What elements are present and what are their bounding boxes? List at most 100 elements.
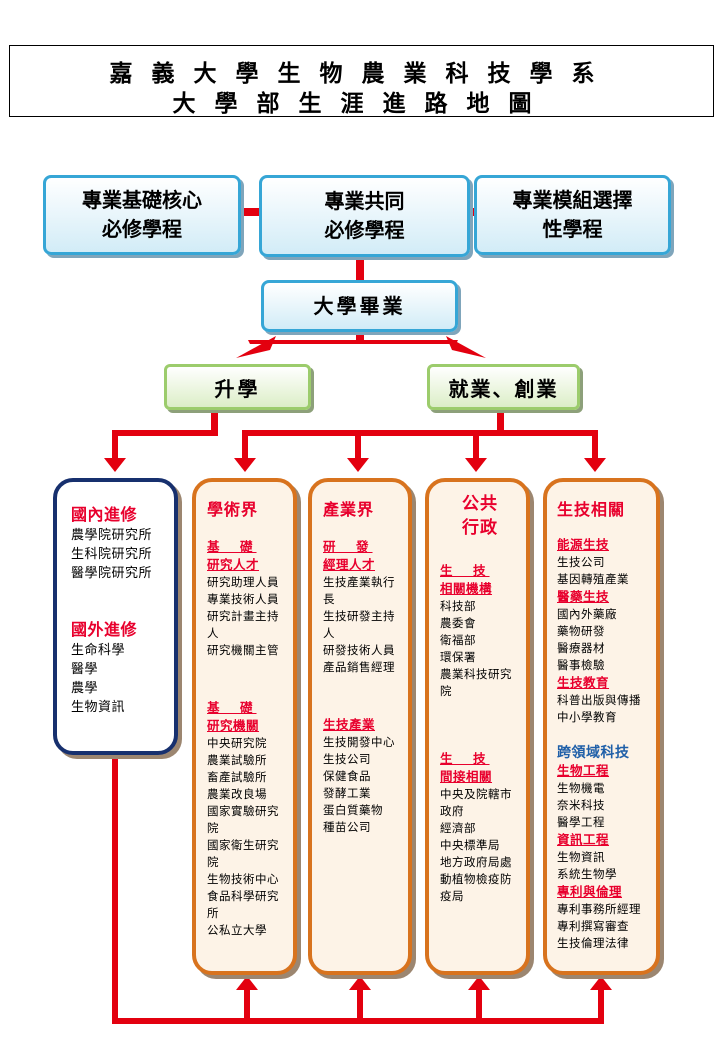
academia-item: 生物技術中心	[207, 872, 279, 886]
public-section-2b: 間接相關	[440, 769, 493, 784]
academia-item: 公私立大學	[207, 923, 267, 937]
biotech-item: 基因轉殖產業	[557, 572, 629, 586]
module-program-line1: 專業模組選擇	[512, 188, 633, 212]
common-program-line2: 必修學程	[324, 218, 405, 242]
academia-item: 國家實驗研究	[207, 804, 279, 818]
public-item: 科技部	[440, 599, 476, 613]
academia-item: 院	[207, 821, 219, 835]
academia-item: 研究計畫主持	[207, 609, 279, 623]
public-item: 衛福部	[440, 633, 476, 647]
academia-item: 專業技術人員	[207, 592, 279, 606]
industry-item: 生技產業執行	[323, 575, 395, 589]
biotech-item: 生物機電	[557, 781, 605, 795]
core-program-line1: 專業基礎核心	[82, 188, 202, 212]
academia-item: 農業改良場	[207, 787, 267, 801]
academia-section-1b: 研究人才	[207, 557, 260, 572]
arrow-up-industry	[349, 976, 371, 990]
title-line-1: 嘉義大學生物農業科技學系	[109, 60, 614, 87]
biotech-item: 醫事檢驗	[557, 658, 605, 672]
split-left-stem	[356, 332, 364, 344]
arrow-public-head	[465, 458, 487, 472]
academia-item: 研究機關主管	[207, 643, 279, 657]
further-study-box: 升學	[164, 364, 311, 410]
biotech-item: 專利事務所經理	[557, 902, 641, 916]
employment-box: 就業、創業	[427, 364, 580, 410]
title-line-2: 大學部生涯進路地圖	[172, 90, 551, 117]
academia-item: 食品科學研究	[207, 889, 279, 903]
study-to-domestic	[112, 430, 118, 460]
arrow-up-academia	[236, 976, 258, 990]
arrow-up-biotech	[590, 976, 612, 990]
industry-item: 蛋白質藥物	[323, 803, 383, 817]
public-item: 經濟部	[440, 821, 476, 835]
arrow-biotech-head	[584, 458, 606, 472]
academia-item: 農業試驗所	[207, 753, 267, 767]
industry-item: 產品銷售經理	[323, 660, 395, 674]
loop-up-industry	[357, 988, 363, 1024]
domestic-item: 生科院研究所	[71, 547, 153, 562]
industry-item: 生技公司	[323, 752, 371, 766]
overseas-item: 醫學	[71, 662, 99, 677]
domestic-item: 農學院研究所	[71, 528, 153, 543]
academia-item: 中央研究院	[207, 736, 267, 750]
biotech-item: 生技公司	[557, 555, 605, 569]
public-item: 動植物檢疫防	[440, 872, 512, 886]
link-common-grad	[356, 256, 364, 282]
link-common-module	[469, 208, 477, 216]
academia-section-1: 基 礎	[207, 539, 257, 554]
academia-item: 院	[207, 855, 219, 869]
loop-up-public	[476, 988, 482, 1024]
cross-domain-heading: 跨領域科技	[557, 745, 630, 761]
industry-item: 發酵工業	[323, 786, 371, 800]
public-item: 政府	[440, 804, 464, 818]
biotech-item: 生技倫理法律	[557, 936, 629, 950]
biotech-column: 生技相關 能源生技 生技公司 基因轉殖產業 醫藥生技 國內外藥廠 藥物研發 醫療…	[543, 478, 660, 975]
to-public	[473, 430, 479, 460]
module-program-box: 專業模組選擇 性學程	[474, 175, 671, 255]
industry-item: 生技開發中心	[323, 735, 395, 749]
loop-up-academia	[244, 988, 250, 1024]
industry-item: 種苗公司	[323, 820, 371, 834]
biotech-title: 生技相關	[557, 500, 626, 519]
biotech-item: 系統生物學	[557, 867, 617, 881]
public-item: 農業科技研究	[440, 667, 512, 681]
public-item: 院	[440, 684, 452, 698]
overseas-item: 生物資訊	[71, 700, 126, 715]
common-program-line1: 專業共同	[324, 189, 405, 213]
academia-item: 畜產試驗所	[207, 770, 267, 784]
link-core-common	[240, 208, 262, 216]
arrow-academia-head	[234, 458, 256, 472]
academia-item: 研究助理人員	[207, 575, 279, 589]
domestic-study-heading: 國內進修	[71, 505, 138, 524]
work-horiz	[242, 430, 598, 436]
academia-section-2b: 研究機關	[207, 718, 260, 733]
arrow-to-study-head	[236, 336, 276, 358]
biotech-item: 專利撰寫審查	[557, 919, 629, 933]
overseas-study-heading: 國外進修	[71, 620, 138, 639]
biotech-section-infoeng: 資訊工程	[557, 832, 610, 847]
study-down	[211, 410, 218, 434]
industry-section-1: 研 發	[323, 539, 373, 554]
industry-section-2: 生技產業	[323, 717, 376, 732]
biotech-item: 藥物研發	[557, 624, 605, 638]
work-down	[497, 410, 504, 434]
loop-up-biotech	[598, 988, 604, 1024]
public-item: 地方政府局處	[440, 855, 512, 869]
biotech-item: 科普出版與傳播	[557, 693, 641, 707]
public-section-1b: 相關機構	[440, 581, 493, 596]
arrow-domestic-head	[104, 458, 126, 472]
academia-item: 人	[207, 626, 219, 640]
public-admin-title: 公共 行政	[440, 492, 520, 540]
academia-column: 學術界 基 礎 研究人才 研究助理人員 專業技術人員 研究計畫主持 人 研究機關…	[192, 478, 297, 975]
public-item: 中央及院轄市	[440, 787, 512, 801]
industry-item: 生技研發主持	[323, 609, 395, 623]
public-item: 環保署	[440, 650, 476, 664]
core-program-box: 專業基礎核心 必修學程	[43, 175, 241, 255]
study-horiz	[112, 430, 218, 436]
biotech-section-energy: 能源生技	[557, 537, 610, 552]
arrow-industry-head	[347, 458, 369, 472]
overseas-item: 農學	[71, 681, 99, 696]
industry-title: 產業界	[323, 500, 375, 519]
